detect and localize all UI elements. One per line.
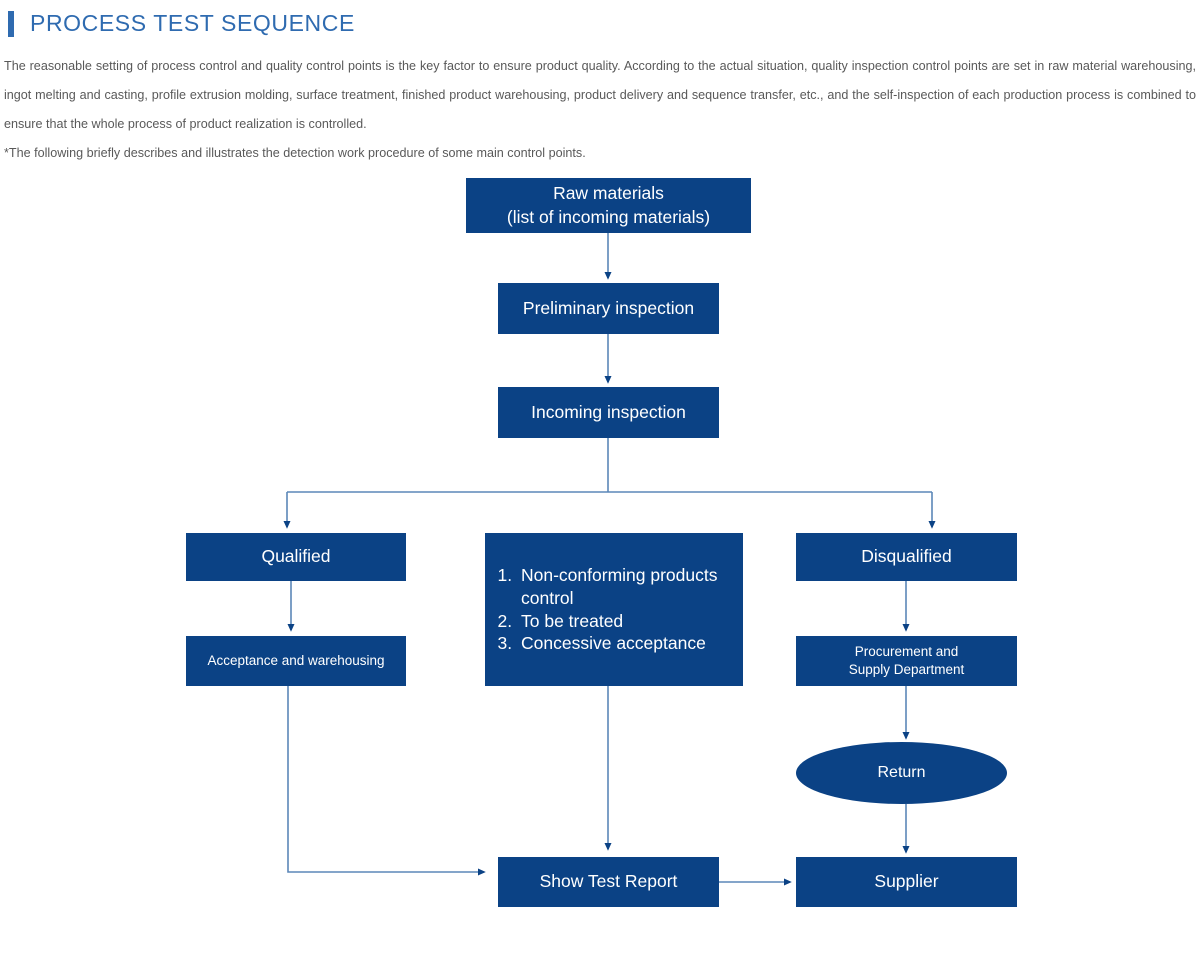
node-acceptance-and-warehousing[interactable]: Acceptance and warehousing (186, 636, 406, 686)
node-show-test-report-label: Show Test Report (539, 871, 678, 892)
list-item: Non-conforming products control (517, 564, 737, 610)
node-procurement-line1: Procurement and (854, 644, 959, 660)
node-qualified[interactable]: Qualified (186, 533, 406, 581)
title-row: PROCESS TEST SEQUENCE (8, 10, 355, 37)
node-procurement-line2: Supply Department (848, 662, 965, 677)
intro-text-block: The reasonable setting of process contro… (4, 52, 1196, 168)
node-acceptance-and-warehousing-label: Acceptance and warehousing (207, 653, 385, 669)
node-raw-materials[interactable]: Raw materials (list of incoming material… (466, 178, 751, 233)
node-procurement-supply-department[interactable]: Procurement and Supply Department (796, 636, 1017, 686)
node-incoming-inspection[interactable]: Incoming inspection (498, 387, 719, 438)
node-disqualified-label: Disqualified (861, 546, 952, 567)
node-supplier[interactable]: Supplier (796, 857, 1017, 907)
node-return[interactable]: Return (796, 742, 1007, 804)
nonconforming-list: Non-conforming products control To be tr… (495, 564, 737, 655)
node-incoming-inspection-label: Incoming inspection (531, 401, 686, 422)
list-item: To be treated (517, 610, 737, 633)
node-preliminary-inspection[interactable]: Preliminary inspection (498, 283, 719, 334)
node-preliminary-inspection-label: Preliminary inspection (522, 297, 695, 318)
intro-paragraph: The reasonable setting of process contro… (4, 59, 1196, 131)
node-supplier-label: Supplier (874, 871, 939, 892)
intro-note: *The following briefly describes and ill… (4, 146, 586, 160)
list-item: Concessive acceptance (517, 632, 737, 655)
page-title: PROCESS TEST SEQUENCE (30, 10, 355, 36)
node-disqualified[interactable]: Disqualified (796, 533, 1017, 581)
node-qualified-label: Qualified (261, 546, 331, 567)
node-raw-materials-line2: (list of incoming materials) (506, 206, 711, 227)
title-accent-bar (8, 10, 14, 37)
node-show-test-report[interactable]: Show Test Report (498, 857, 719, 907)
node-raw-materials-line1: Raw materials (553, 183, 664, 204)
node-return-label: Return (877, 764, 926, 782)
node-nonconforming-products[interactable]: Non-conforming products control To be tr… (485, 533, 743, 686)
